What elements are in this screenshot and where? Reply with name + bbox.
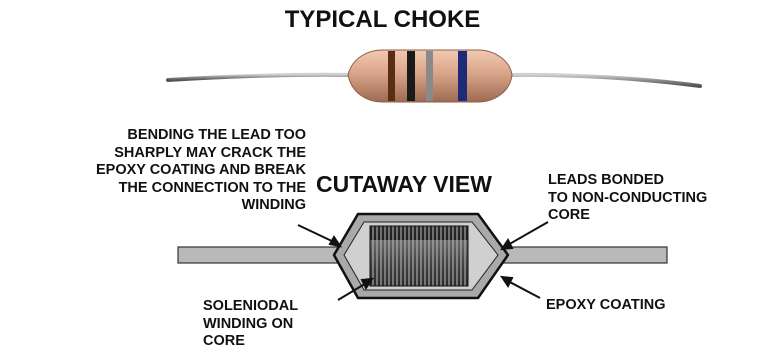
color-band-3 bbox=[426, 51, 433, 101]
cutaway-lead-left bbox=[178, 247, 358, 263]
color-band-1 bbox=[388, 51, 395, 101]
leader-epoxy bbox=[506, 280, 540, 298]
photo-lead-right bbox=[505, 75, 700, 86]
color-band-4 bbox=[458, 51, 467, 101]
leader-leads-bonded bbox=[506, 222, 548, 246]
solenoidal-winding bbox=[370, 226, 468, 286]
photo-lead-left bbox=[168, 75, 352, 80]
cutaway-lead-right bbox=[497, 247, 667, 263]
cutaway-view-title: CUTAWAY VIEW bbox=[316, 171, 492, 198]
label-epoxy-coating: EPOXY COATING bbox=[546, 297, 666, 315]
color-band-2 bbox=[407, 51, 415, 101]
label-leads-bonded: LEADS BONDED TO NON-CONDUCTING CORE bbox=[548, 172, 707, 225]
label-solenoidal-winding: SOLENIODAL WINDING ON CORE bbox=[203, 298, 298, 351]
leader-bending bbox=[298, 225, 336, 243]
label-bending-lead: BENDING THE LEAD TOO SHARPLY MAY CRACK T… bbox=[10, 127, 306, 215]
